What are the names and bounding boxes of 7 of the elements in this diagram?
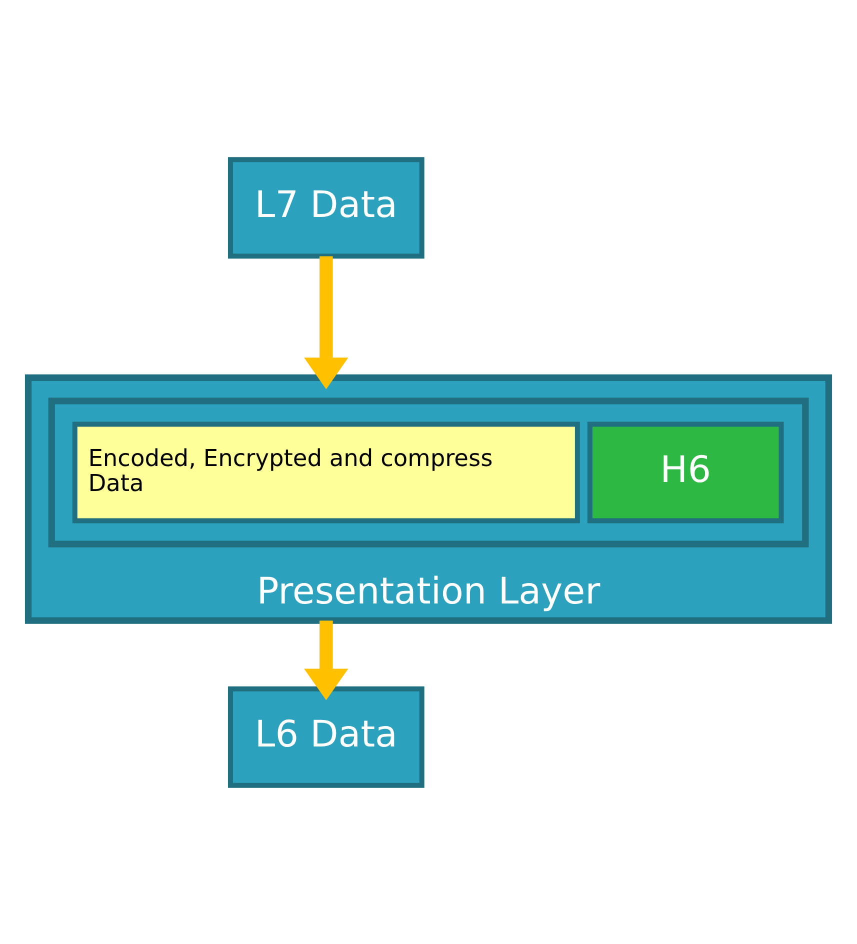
node-box: L6 Data xyxy=(228,686,424,788)
node-box: H6 xyxy=(587,421,784,523)
node-box: Encoded, Encrypted and compress Data xyxy=(72,421,580,523)
arrow xyxy=(304,256,348,389)
cluster xyxy=(48,397,809,547)
node-box: L7 Data xyxy=(228,156,424,258)
arrow xyxy=(304,620,348,700)
